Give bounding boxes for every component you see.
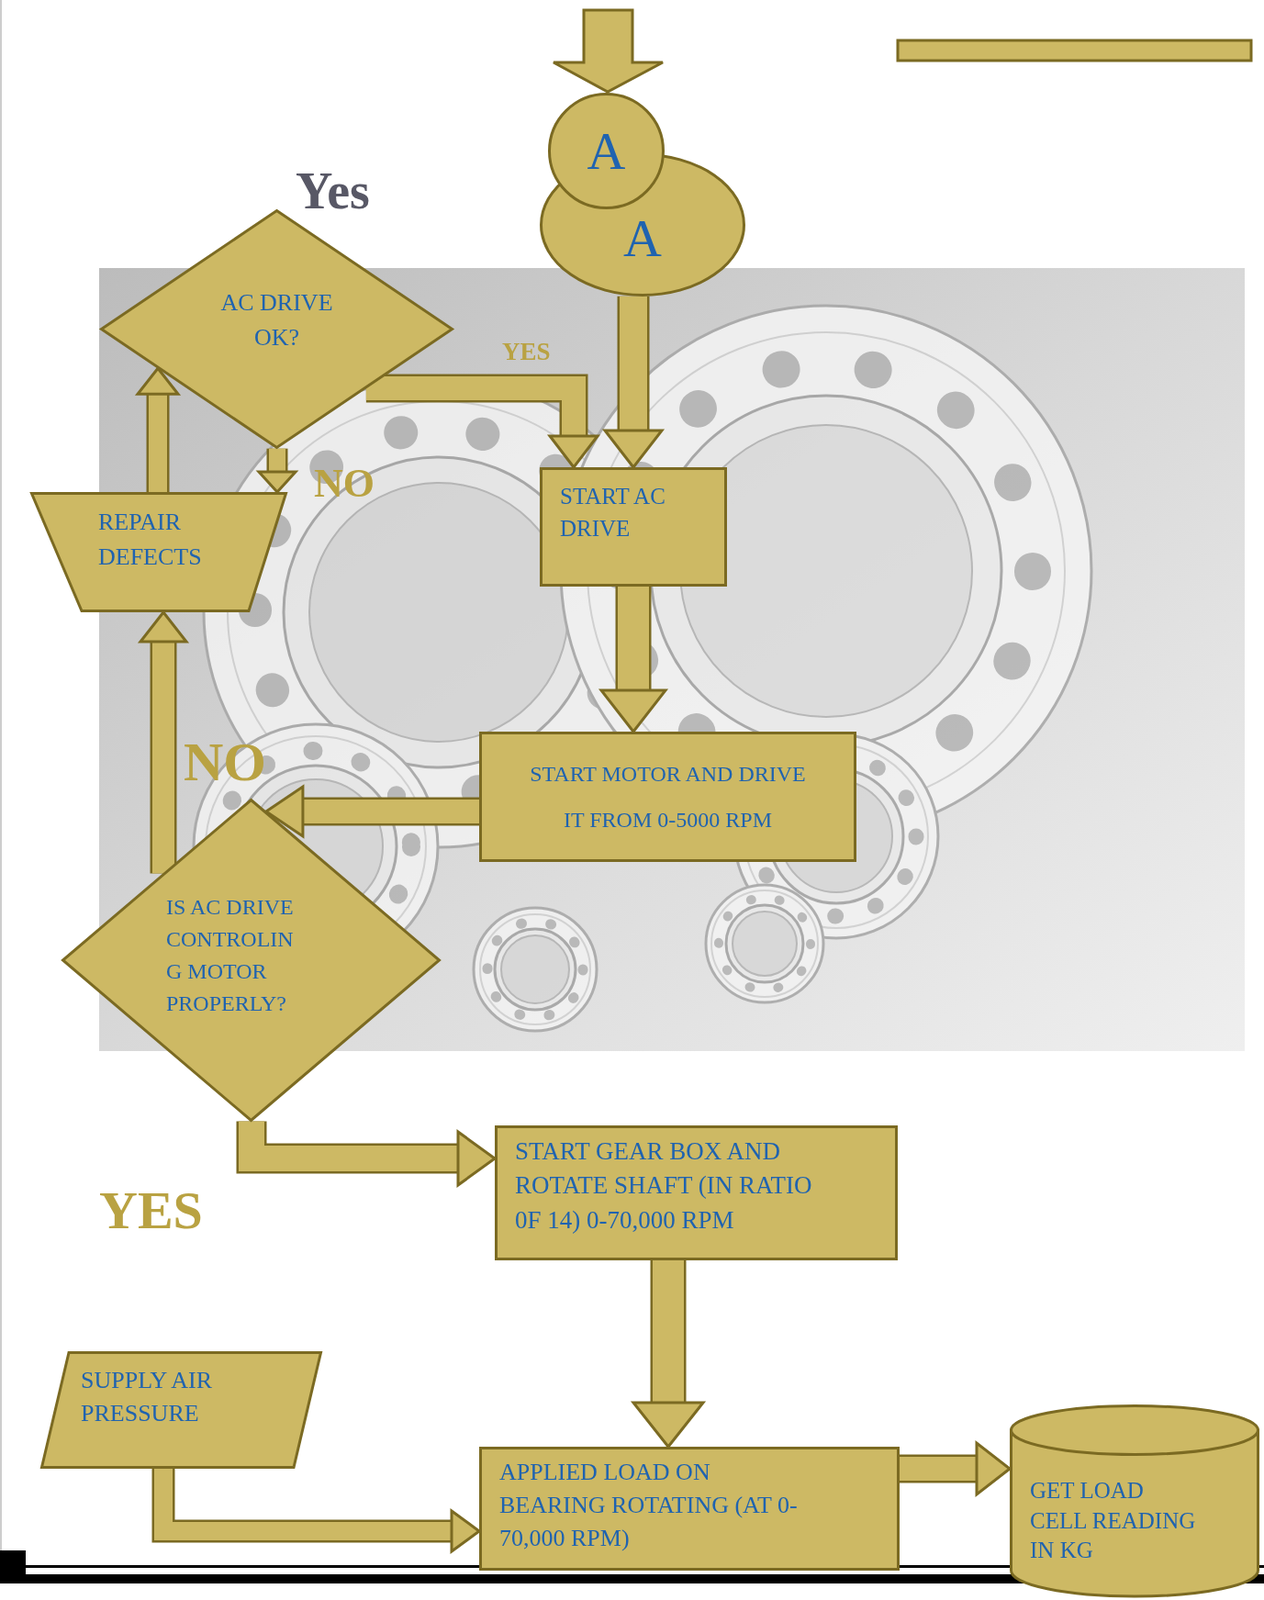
arrow-shaft-outline [150,639,178,873]
cylinder-shape [1011,1406,1259,1598]
process-box: APPLIED LOAD ON BEARING ROTATING (AT 0-7… [479,1446,900,1571]
input-box: SUPPLY AIR PRESSURE [40,1351,323,1469]
rect-shape [541,469,727,586]
bearing-balls [487,921,583,1018]
arrow-shaft [301,799,480,824]
bearing [705,884,824,1003]
bearing [473,907,597,1031]
arrow-head [258,471,296,493]
arrow-head [976,1442,1010,1495]
decision-diamond: IS AC DRIVE CONTROLIN G MOTOR PROPERLY? [61,798,441,1122]
node-text: A [539,206,746,271]
flow-arrow [366,388,598,468]
page-border [0,0,2,1552]
diamond-shape [101,211,453,448]
arrow-shaft [366,388,574,438]
connector-circle: A [548,92,665,210]
arrow-shaft [899,1456,979,1481]
arrow-shaft [251,1121,460,1159]
flow-arrow [163,1468,480,1552]
arrow-head [451,1510,480,1552]
bearing-ring [711,890,818,997]
flow-arrow [140,612,187,873]
bearing-ring [473,907,597,1031]
process-box: START GEAR BOX AND ROTATE SHAFT (IN RATI… [494,1125,898,1261]
arrow-shaft-outline [650,1260,687,1405]
arrow-shaft [163,1468,454,1532]
arrow-shaft-outline [267,448,289,474]
entry-arrow [553,10,663,92]
flow-arrow [601,586,666,732]
trapezoid-shape [32,493,287,612]
edge-label: NO [183,734,267,790]
node-text: A [548,119,665,184]
bearing-balls [718,897,811,990]
rect-shape [480,1448,899,1570]
process-box-outline [479,731,857,862]
footer-block [0,1550,26,1584]
arrow-shaft [619,296,648,433]
flow-arrow [633,1260,704,1447]
arrow-shaft-outline [163,1468,454,1532]
arrow-head [549,436,598,468]
arrow-shaft [652,1260,684,1405]
process-box: START AC DRIVE [539,467,728,587]
node-text: SUPPLY AIR PRESSURE [80,1364,268,1432]
process-box: START MOTOR AND DRIVE IT FROM 0-5000 RPM [479,731,857,862]
bearing-ring [705,884,824,1003]
arrow-head [604,430,662,468]
arrow-shaft-outline [615,586,652,693]
edge-label: NO [313,463,375,504]
node-text: START MOTOR AND DRIVE IT FROM 0-5000 RPM [497,750,839,844]
diamond-shape [63,800,440,1121]
bearing-ring [494,928,576,1010]
node-text: AC DRIVE OK? [201,285,353,355]
rect-shape [480,733,856,862]
manual-operation: REPAIR DEFECTS [30,492,288,613]
data-store: GET LOAD CELL READING IN KG [1009,1404,1260,1597]
bearing-ring [480,914,591,1025]
arrow-shaft-outline [301,797,480,827]
node-text: START GEAR BOX AND ROTATE SHAFT (IN RATI… [514,1134,837,1238]
free-label: Yes [295,165,370,217]
arrow-shaft-outline [146,391,170,493]
edge-label: YES [502,339,551,365]
flow-arrow [604,296,662,468]
arrow-head [601,690,666,732]
bearing-bore [732,911,797,976]
bearing-bore [501,935,570,1004]
arrow-shaft [268,448,286,474]
flow-arrow [899,1442,1010,1495]
flow-arrow [137,368,179,493]
flow-arrow [266,786,480,837]
arrow-head [140,612,187,642]
node-text: IS AC DRIVE CONTROLIN G MOTOR PROPERLY? [166,891,309,1019]
node-text: START AC DRIVE [559,480,707,545]
arrow-shaft-outline [617,296,650,433]
flow-arrow [258,448,296,493]
arrow-shaft [148,391,168,493]
edge-label: YES [99,1184,203,1238]
arrow-shaft-outline [899,1454,979,1484]
rect-shape [496,1127,897,1260]
arrow-shaft [152,639,175,873]
cylinder-part [1011,1406,1259,1455]
node-text: APPLIED LOAD ON BEARING ROTATING (AT 0-7… [499,1455,814,1555]
arrow-head [458,1131,495,1186]
node-text: GET LOAD CELL READING IN KG [1029,1476,1203,1567]
bearing-ring [726,905,804,983]
flow-arrow [251,1121,495,1186]
arrow-shaft-outline [366,388,574,438]
header-bar [897,40,1252,61]
arrow-shaft [617,586,649,693]
arrow-head [633,1402,704,1447]
node-text: REPAIR DEFECTS [98,504,233,574]
parallelogram-shape [42,1353,322,1468]
bearing-bore [309,482,569,742]
decision-diamond: AC DRIVE OK? [100,209,454,449]
arrow-shaft-outline [251,1121,460,1159]
